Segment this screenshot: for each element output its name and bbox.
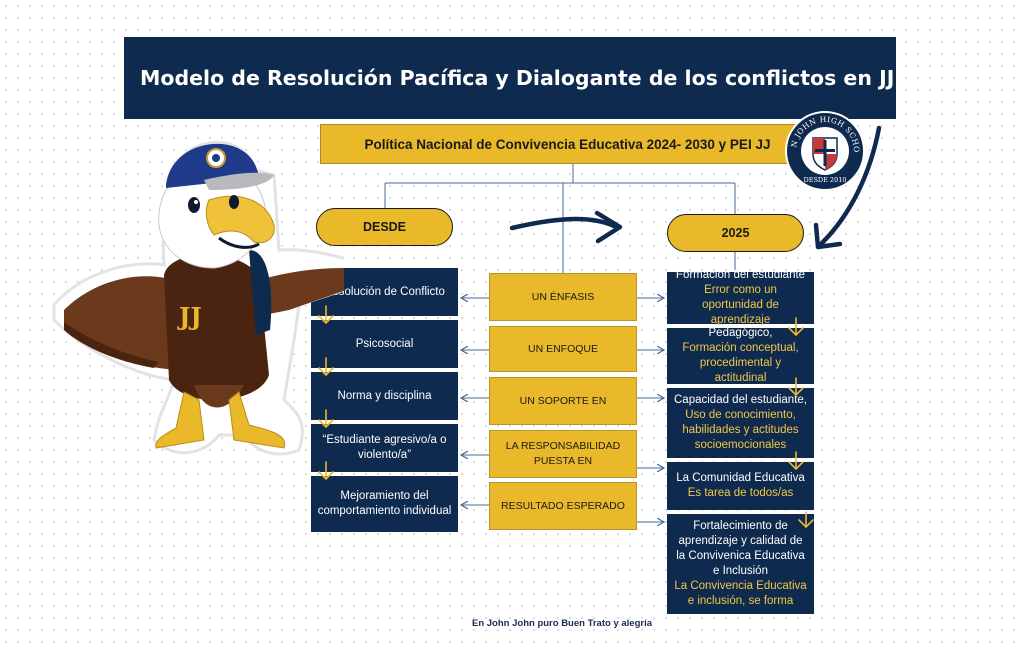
right-box-fortalecimiento: Fortalecimiento de aprendizaje y calidad…	[667, 514, 814, 614]
middle-box-text: UN SOPORTE EN	[519, 394, 607, 407]
left-box-text: “Estudiante agresivo/a o violento/a”	[322, 434, 447, 461]
left-box-text: Psicosocial	[355, 337, 414, 350]
tree-connectors	[384, 164, 736, 273]
middle-box-text: RESULTADO ESPERADO	[501, 499, 625, 512]
middle-box-resultado: RESULTADO ESPERADO	[489, 482, 637, 530]
right-box-main: La Comunidad Educativa	[676, 472, 805, 484]
chevron-down-icon	[788, 377, 804, 397]
left-box-mejoramiento: Mejoramiento del comportamiento individu…	[311, 476, 458, 532]
right-box-main: Formación del estudiante	[675, 269, 806, 281]
logo-since-text: DESDE 2010	[804, 176, 847, 184]
middle-box-text: LA RESPONSABILIDAD PUESTA EN	[505, 440, 621, 467]
middle-box-soporte: UN SOPORTE EN	[489, 377, 637, 425]
middle-box-enfasis: UN ÉNFASIS	[489, 273, 637, 321]
chevron-down-icon	[788, 317, 804, 337]
chevron-down-icon	[798, 511, 814, 529]
middle-box-responsabilidad: LA RESPONSABILIDAD PUESTA EN	[489, 430, 637, 478]
right-box-formacion: Formación del estudiante Error como un o…	[667, 269, 814, 326]
left-box-text: Mejoramiento del comportamiento individu…	[317, 490, 452, 517]
school-logo: JOHN JOHN HIGH SCHOOL DESDE 2010	[784, 110, 865, 191]
left-box-text: Resolución de Conflicto	[324, 285, 445, 298]
left-box-norma: Norma y disciplina	[311, 372, 458, 420]
curved-arrow-right	[509, 216, 617, 231]
chevron-down-icon	[318, 357, 334, 377]
curved-arrow-right-head	[594, 210, 623, 244]
chevron-down-icon	[318, 461, 334, 481]
right-box-highlight: Es tarea de todos/as	[687, 487, 794, 499]
middle-box-enfoque: UN ENFOQUE	[489, 326, 637, 372]
eagle-mascot-illustration: JJ	[52, 140, 344, 456]
chevron-down-icon	[788, 451, 804, 471]
right-box-pedagogico: Pedagógico, Formación conceptual, proced…	[667, 327, 814, 384]
right-box-comunidad: La Comunidad Educativa Es tarea de todos…	[667, 462, 814, 510]
curved-arrow-down	[819, 125, 882, 246]
right-box-main: Capacidad del estudiante,	[674, 394, 807, 406]
left-box-estudiante: “Estudiante agresivo/a o violento/a”	[311, 424, 458, 472]
page-title: Modelo de Resolución Pacífica y Dialogan…	[124, 37, 896, 119]
right-box-highlight: Formación conceptual, procedimental y ac…	[682, 342, 799, 384]
right-box-main: Pedagógico,	[708, 327, 773, 339]
chevron-down-icon	[318, 409, 334, 429]
left-box-text: Norma y disciplina	[337, 389, 432, 402]
middle-box-text: UN ÉNFASIS	[531, 290, 595, 303]
middle-box-text: UN ENFOQUE	[527, 342, 598, 355]
footer-tagline: En John John puro Buen Trato y alegría	[472, 618, 652, 629]
curved-arrow-down-head	[813, 222, 843, 250]
right-box-main: Fortalecimiento de aprendizaje y calidad…	[676, 520, 805, 577]
year-pill: 2025	[667, 214, 804, 252]
mascot-monogram: JJ	[177, 302, 202, 331]
right-box-highlight: Uso de conocimiento, habilidades y actit…	[682, 409, 799, 451]
right-box-highlight: Error como un oportunidad de aprendizaje	[702, 284, 779, 326]
right-box-capacidad: Capacidad del estudiante, Uso de conocim…	[667, 388, 814, 458]
chevron-down-icon	[318, 305, 334, 325]
policy-header: Política Nacional de Convivencia Educati…	[320, 124, 825, 164]
desde-pill: DESDE	[316, 208, 453, 246]
left-box-psicosocial: Psicosocial	[311, 320, 458, 368]
right-box-highlight: La Convivencia Educativa e inclusión, se…	[674, 580, 807, 607]
